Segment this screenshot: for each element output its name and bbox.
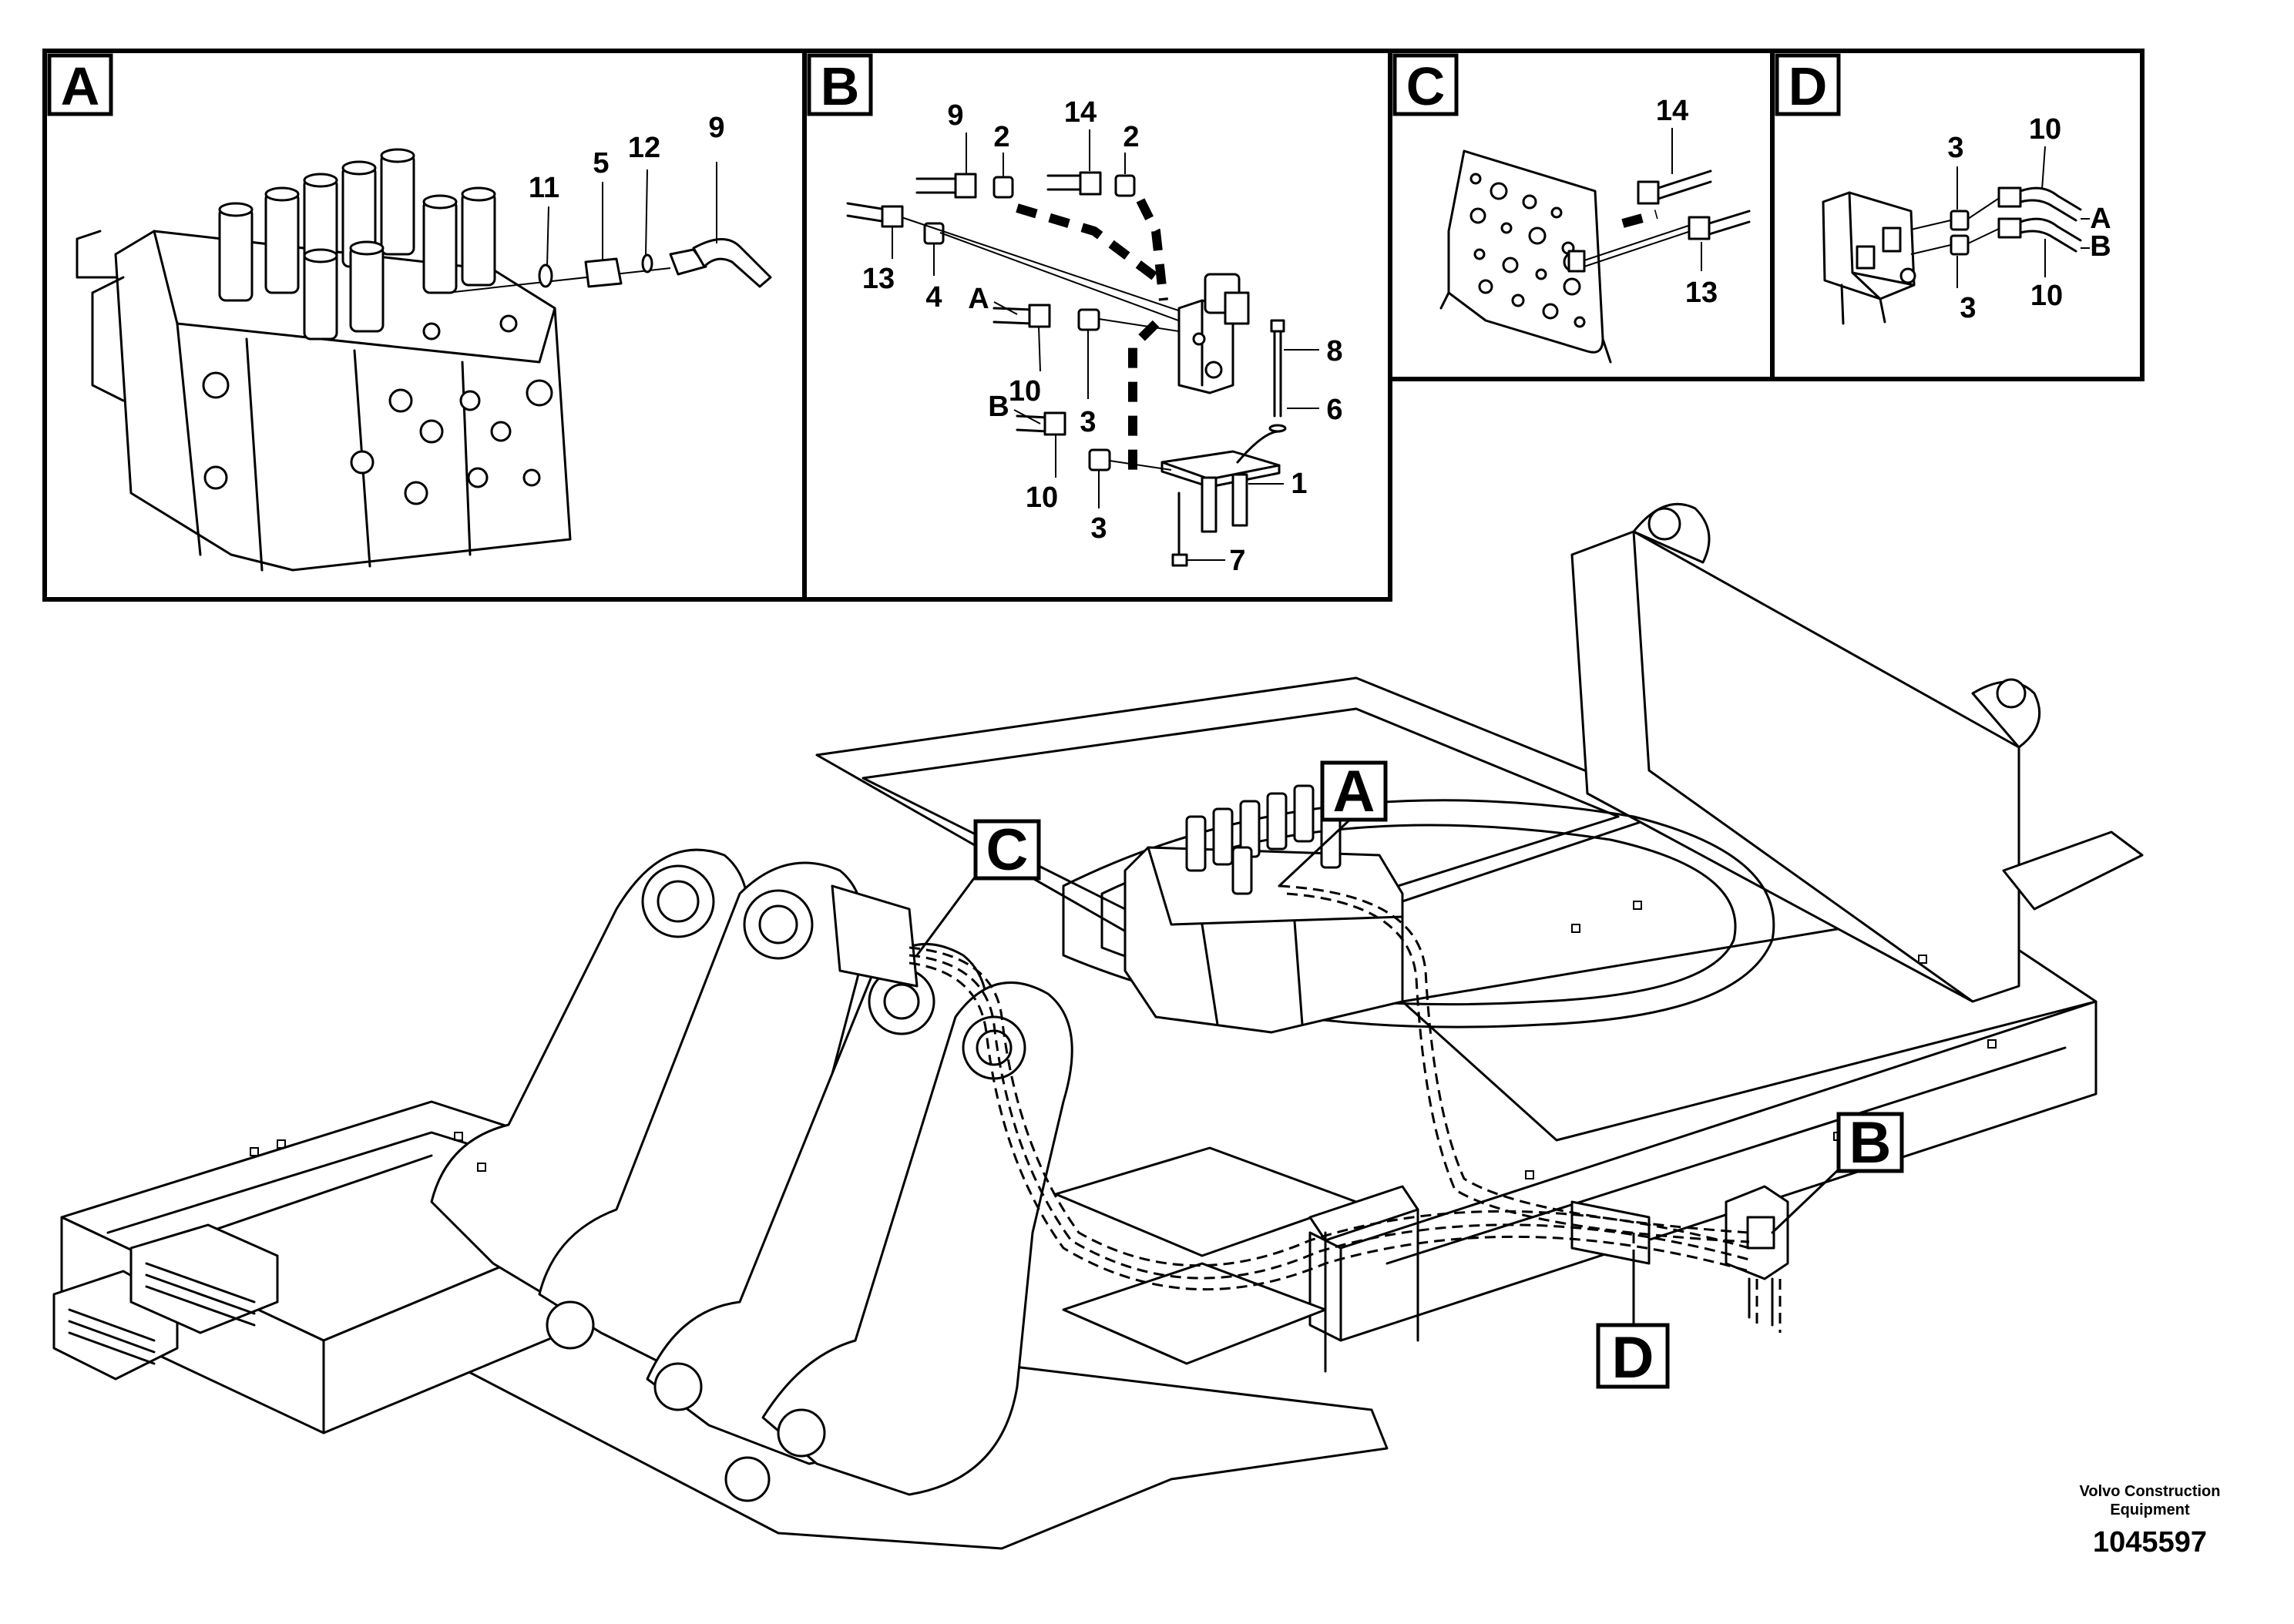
main-callouts: A C B D <box>915 759 1904 1391</box>
label-b-13: 13 <box>862 263 895 295</box>
label-d-3-lower: 3 <box>1960 292 1976 324</box>
label-b-3-upper: 3 <box>1080 406 1096 438</box>
label-a-9: 9 <box>708 112 724 144</box>
panel-a-drawing <box>76 148 772 572</box>
callout-d: D <box>1612 1325 1654 1391</box>
credit-line-2: Equipment <box>2110 1502 2190 1518</box>
panel-c-labels: 14 13 <box>1656 95 1718 309</box>
label-b-1: 1 <box>1291 468 1307 500</box>
label-d-3-upper: 3 <box>1947 132 1963 164</box>
label-a-12: 12 <box>628 132 660 164</box>
document-number: 1045597 <box>2093 1526 2207 1559</box>
label-d-10-lower: 10 <box>2030 280 2063 312</box>
panel-b-labels: 9 2 14 2 13 4 A 10 3 8 6 B 10 3 1 7 <box>862 96 1343 577</box>
label-b-7: 7 <box>1229 545 1245 577</box>
label-a-11: 11 <box>529 172 559 204</box>
panel-c-letter: C <box>1406 56 1446 116</box>
label-b-2-left: 2 <box>993 121 1009 153</box>
panel-a-letter: A <box>61 56 100 116</box>
label-b-8: 8 <box>1326 335 1342 367</box>
panel-b-drawing <box>846 129 1319 567</box>
panel-d-labels: 3 10 A B 3 10 <box>1947 113 2111 324</box>
label-b-port-b: B <box>988 391 1009 423</box>
label-b-3-lower: 3 <box>1090 512 1107 545</box>
callout-c: C <box>986 817 1029 883</box>
credit-line-1: Volvo Construction <box>2080 1483 2221 1500</box>
label-d-port-b: B <box>2090 230 2111 263</box>
label-b-9: 9 <box>947 99 963 132</box>
label-b-6: 6 <box>1326 394 1342 426</box>
label-b-2-right: 2 <box>1123 121 1139 153</box>
panel-d-drawing <box>1822 146 2090 325</box>
label-a-5: 5 <box>593 147 609 180</box>
panel-a-labels: 11 5 12 9 <box>529 112 725 204</box>
panel-letter-boxes: A B C D <box>47 53 1841 116</box>
label-c-13: 13 <box>1685 277 1718 309</box>
label-d-port-a: A <box>2090 203 2111 235</box>
callout-b: B <box>1849 1110 1892 1176</box>
label-d-10-upper: 10 <box>2029 113 2061 146</box>
panel-d-letter: D <box>1789 56 1828 116</box>
panel-c-drawing <box>1439 128 1751 364</box>
callout-a: A <box>1333 759 1375 824</box>
footer: Volvo Construction Equipment 1045597 <box>2080 1483 2221 1559</box>
label-c-14: 14 <box>1656 95 1688 127</box>
label-b-port-a: A <box>968 283 989 315</box>
label-b-4: 4 <box>925 281 942 314</box>
label-b-14: 14 <box>1064 96 1097 129</box>
main-frame-drawing <box>52 502 2144 1550</box>
label-b-10-upper: 10 <box>1009 375 1041 408</box>
label-b-10-lower: 10 <box>1026 481 1058 514</box>
panel-b-letter: B <box>821 56 860 116</box>
